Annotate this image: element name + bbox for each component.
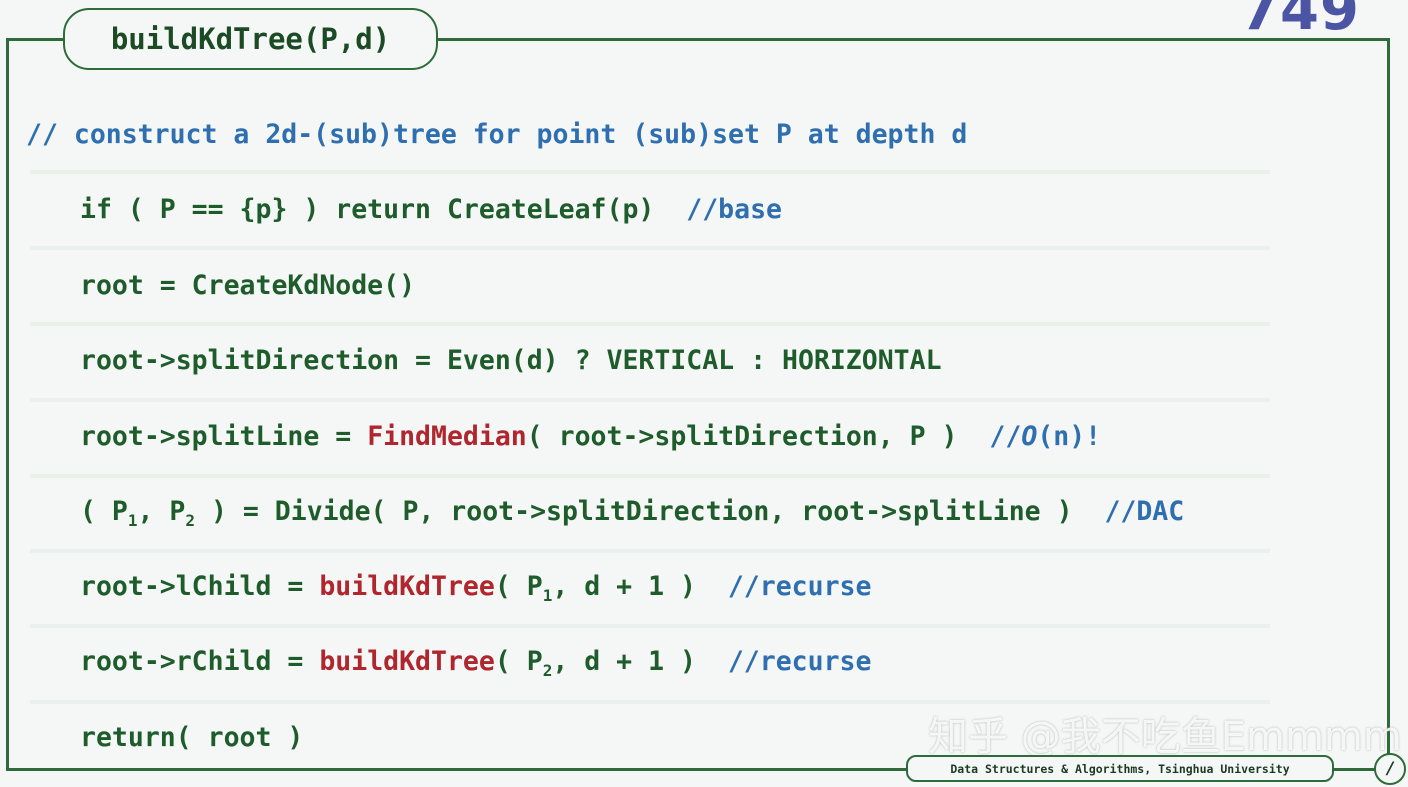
code-line-right-child: root->rChild = buildKdTree( P2, d + 1 ) … bbox=[80, 646, 872, 678]
watermark: 知乎 @我不吃鱼Emmmm bbox=[928, 714, 1402, 760]
row-band bbox=[30, 700, 1270, 704]
subscript: 1 bbox=[127, 511, 138, 530]
function-name: FindMedian bbox=[367, 421, 527, 452]
code-text: , d + 1 ) bbox=[552, 646, 728, 677]
subscript: 2 bbox=[185, 511, 196, 530]
code-text: ( P bbox=[494, 646, 543, 677]
code-text: if ( P == {p} ) return CreateLeaf(p) bbox=[80, 194, 687, 225]
row-band bbox=[30, 624, 1270, 628]
subscript: 1 bbox=[542, 586, 553, 605]
code-line-split-line: root->splitLine = FindMedian( root->spli… bbox=[80, 421, 1101, 452]
code-text: , d + 1 ) bbox=[552, 571, 728, 602]
code-line-return: return( root ) bbox=[80, 722, 304, 753]
code-comment: //DAC bbox=[1104, 496, 1185, 527]
code-text: root->rChild = bbox=[80, 646, 320, 677]
row-band bbox=[30, 474, 1270, 478]
code-line-split-direction: root->splitDirection = Even(d) ? VERTICA… bbox=[80, 345, 942, 376]
code-text: root->splitLine = bbox=[80, 421, 368, 452]
code-line-left-child: root->lChild = buildKdTree( P1, d + 1 ) … bbox=[80, 571, 872, 603]
slide-title: buildKdTree(P,d) bbox=[63, 8, 438, 70]
code-text: ( P bbox=[80, 496, 128, 527]
footer-logo-icon: / bbox=[1374, 753, 1406, 785]
code-comment: //base bbox=[686, 194, 782, 225]
code-line-divide: ( P1, P2 ) = Divide( P, root->splitDirec… bbox=[80, 496, 1185, 528]
function-name: buildKdTree bbox=[319, 646, 495, 677]
subscript: 2 bbox=[542, 661, 553, 680]
code-text: ( P bbox=[494, 571, 543, 602]
footer-course-label: Data Structures & Algorithms, Tsinghua U… bbox=[906, 755, 1334, 782]
page-number: 749 bbox=[1240, 0, 1360, 43]
code-comment-header: // construct a 2d-(sub)tree for point (s… bbox=[26, 119, 968, 150]
row-band bbox=[30, 170, 1270, 174]
code-text: ( root->splitDirection, P ) bbox=[526, 421, 990, 452]
frame-bottom-border bbox=[6, 768, 1390, 771]
slide-frame bbox=[6, 38, 1390, 768]
code-comment: //recurse bbox=[727, 646, 872, 677]
function-name: buildKdTree bbox=[319, 571, 495, 602]
code-line-base-case: if ( P == {p} ) return CreateLeaf(p) //b… bbox=[80, 194, 782, 225]
row-band bbox=[30, 398, 1270, 402]
row-band bbox=[30, 322, 1270, 326]
code-text: root->lChild = bbox=[80, 571, 320, 602]
row-band bbox=[30, 246, 1270, 250]
code-text: , P bbox=[137, 496, 186, 527]
code-comment: //O(n)! bbox=[989, 421, 1101, 452]
code-text: ) = Divide( P, root->splitDirection, roo… bbox=[195, 496, 1105, 527]
row-band bbox=[30, 549, 1270, 553]
code-line-create-node: root = CreateKdNode() bbox=[80, 270, 416, 301]
code-comment: //recurse bbox=[727, 571, 872, 602]
big-o-symbol: O bbox=[1021, 421, 1038, 452]
comment-slashes: // bbox=[989, 421, 1022, 452]
comment-text: (n)! bbox=[1037, 421, 1102, 452]
